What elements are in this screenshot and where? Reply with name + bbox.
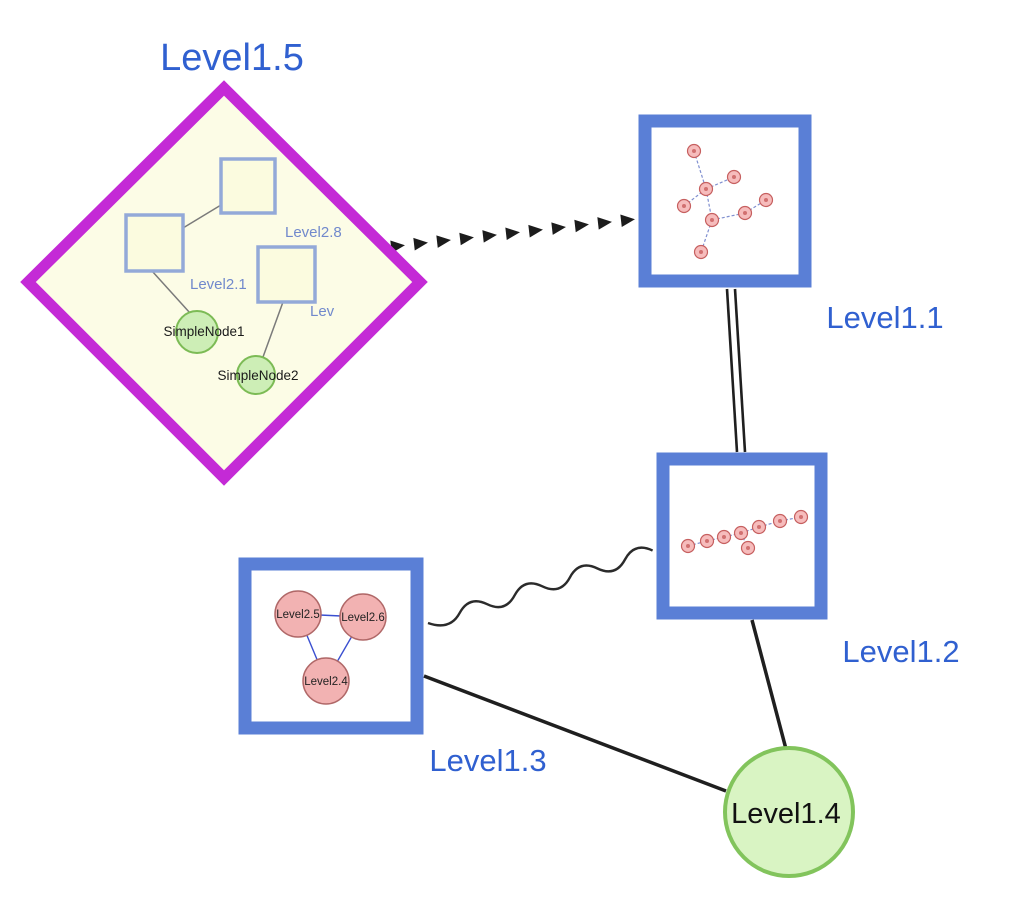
label-level1-4: Level1.4 (731, 798, 841, 830)
edge-level13-level14[interactable] (423, 674, 727, 793)
inner-edge-21-simple1[interactable] (151, 270, 191, 314)
mini-node-dot (739, 531, 743, 535)
label-simplenode1: SimpleNode1 (163, 324, 244, 339)
node-level2-8[interactable] (219, 157, 277, 215)
mini-node-dot (757, 525, 761, 529)
mini-node[interactable] (274, 590, 322, 638)
node-level2-trunc[interactable] (256, 245, 317, 304)
mini-edge[interactable] (758, 520, 781, 528)
node-level1-3[interactable] (238, 557, 424, 735)
node-level1-1[interactable] (638, 114, 812, 288)
mini-node-dot (705, 539, 709, 543)
diamond-shape[interactable] (20, 80, 428, 486)
minigraph-level1-2 (680, 509, 809, 556)
mini-node-dot (799, 515, 803, 519)
inner-edge-lev-simple2[interactable] (262, 301, 284, 358)
mini-node-dot (704, 187, 708, 191)
mini-node-dot (764, 198, 768, 202)
node-level1-5: Level2.8 Level2.1 Lev SimpleNode1 Simple… (20, 37, 428, 486)
level15-inner-edges (151, 204, 284, 358)
mini-node-dot (710, 218, 714, 222)
mini-node-dot (746, 546, 750, 550)
node-level2-1[interactable] (124, 213, 185, 273)
edge-level13-level12[interactable] (427, 546, 654, 627)
label-simplenode2: SimpleNode2 (217, 368, 298, 383)
label-level2-1: Level2.1 (190, 276, 247, 293)
mini-node-dot (686, 544, 690, 548)
mini-node-dot (699, 250, 703, 254)
node-simplenode1[interactable] (175, 310, 219, 354)
label-level1-5: Level1.5 (160, 37, 304, 79)
label-level1-1: Level1.1 (826, 300, 943, 335)
mini-node-label: Level2.5 (276, 609, 319, 621)
edge-level15-level11[interactable] (390, 214, 635, 254)
label-level1-2: Level1.2 (842, 634, 959, 669)
mini-node-dot (732, 175, 736, 179)
label-level2-8: Level2.8 (285, 224, 342, 241)
mini-node[interactable] (302, 657, 350, 705)
mini-node-label: Level2.6 (341, 612, 384, 624)
label-level1-3: Level1.3 (429, 743, 546, 778)
label-level2-trunc: Lev (310, 303, 335, 320)
inner-edge-28-21[interactable] (182, 204, 222, 229)
node-level1-4[interactable] (723, 746, 855, 878)
mini-node-label: Level2.4 (304, 676, 348, 688)
node-simplenode2[interactable] (236, 355, 276, 395)
minigraph-level1-1 (676, 143, 774, 260)
mini-node-dot (722, 535, 726, 539)
edge-level11-level12[interactable] (725, 288, 747, 453)
edge-level12-level14[interactable] (750, 619, 788, 750)
mini-node-dot (692, 149, 696, 153)
mini-node-dot (778, 519, 782, 523)
mini-node[interactable] (339, 593, 387, 641)
mini-node-dot (743, 211, 747, 215)
mini-node-dot (682, 204, 686, 208)
